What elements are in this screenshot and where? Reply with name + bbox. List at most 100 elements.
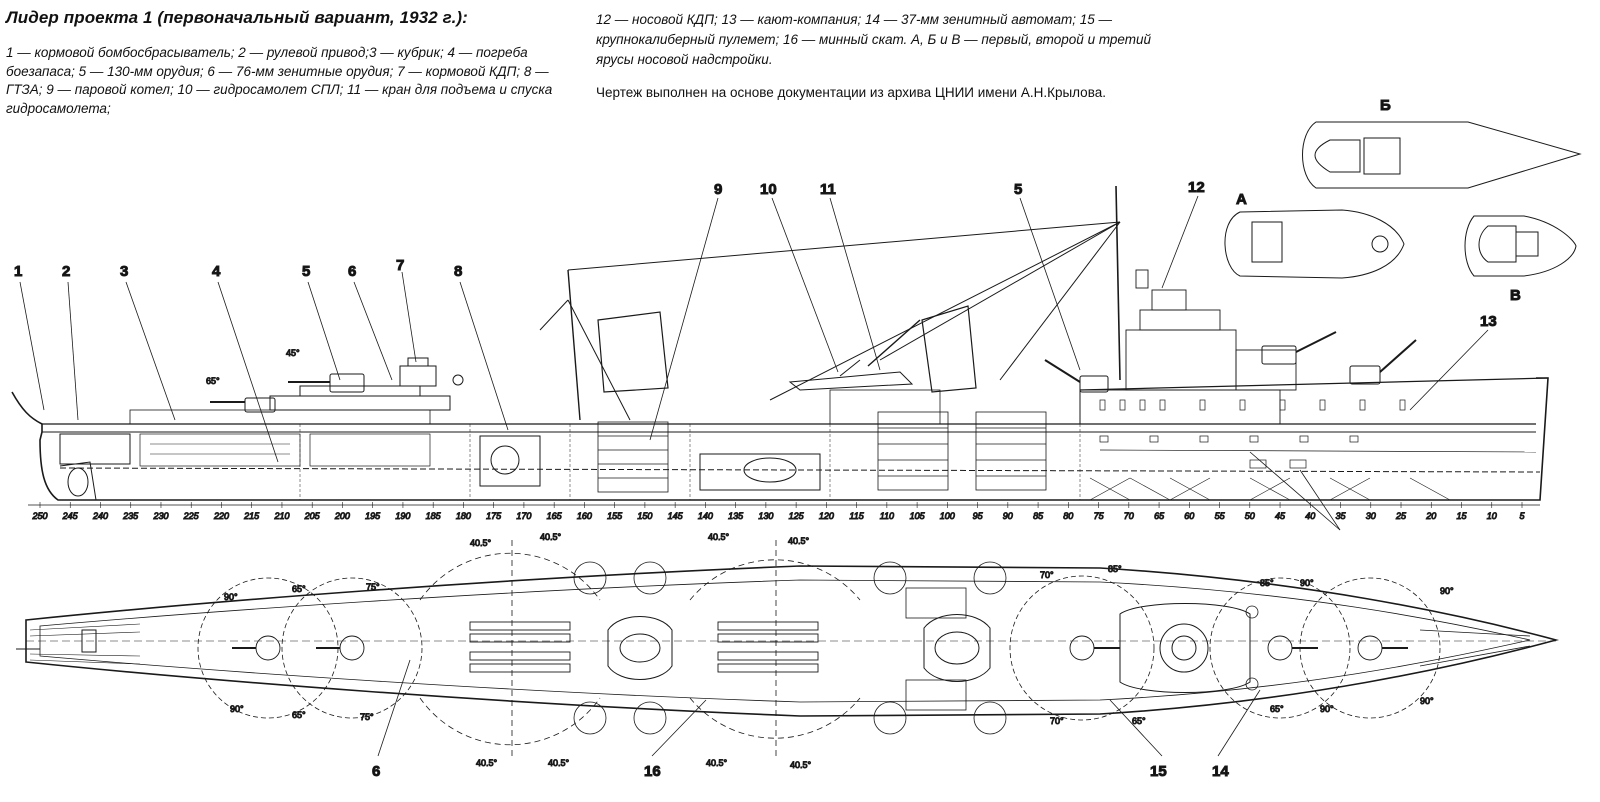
angle-label: 70° [1050,716,1064,726]
frame-number: 145 [668,511,684,521]
frame-number: 75 [1094,511,1105,521]
frame-number: 195 [365,511,381,521]
angle-label: 40.5° [548,758,570,768]
callout-16: 16 [644,763,661,780]
tier-label-b: Б [1380,97,1391,114]
drawing-title: Лидер проекта 1 (первоначальный вариант,… [6,8,468,27]
angle-label: 65° [206,376,220,386]
frame-number: 140 [698,511,713,521]
angle-label: 75° [366,582,380,592]
frame-number: 165 [547,511,563,521]
frame-number: 210 [273,511,289,521]
tier-label-c: В [1510,287,1521,304]
frame-number: 15 [1456,511,1467,521]
angle-label: 40.5° [470,538,492,548]
frame-number: 40 [1305,511,1315,521]
angle-label: 65° [1132,716,1146,726]
angle-label: 90° [230,704,244,714]
frame-number: 180 [456,511,471,521]
frame-number: 220 [213,511,229,521]
legend-left: 1 — кормовой бомбосбрасыватель; 2 — руле… [6,45,553,116]
plan-view [16,540,1560,760]
frame-number: 250 [31,511,47,521]
frame-number: 240 [92,511,108,521]
callout-5-fwd: 5 [1014,181,1022,198]
angle-label: 40.5° [708,532,730,542]
callout-6: 6 [348,263,356,280]
angle-label: 90° [1440,586,1454,596]
callout-7: 7 [396,257,404,274]
frame-number: 60 [1184,511,1194,521]
frame-number: 175 [486,511,502,521]
callout-1: 1 [14,263,22,280]
deck-tier-insets [1224,121,1582,279]
frame-number: 190 [395,511,410,521]
frame-number: 225 [183,511,200,521]
frame-number: 80 [1063,511,1073,521]
frame-number: 85 [1033,511,1044,521]
frame-number: 90 [1003,511,1013,521]
callout-11: 11 [820,181,836,198]
legend-right: 12 — носовой КДП; 13 — кают-компания; 14… [596,12,1152,67]
callout-10: 10 [760,181,777,198]
angle-label: 85° [1108,564,1122,574]
frame-number: 160 [577,511,592,521]
callout-3: 3 [120,263,128,280]
callout-5-aft: 5 [302,263,310,280]
frame-number: 155 [607,511,623,521]
frame-number: 45 [1275,511,1286,521]
frame-number: 20 [1425,511,1436,521]
frame-number: 50 [1245,511,1255,521]
frame-number: 105 [910,511,926,521]
profile-callouts: 1 2 3 4 5 6 7 8 9 10 11 5 12 13 [14,179,1498,331]
frame-number: 130 [758,511,773,521]
angle-labels: 45° 65° 90° 65° 75° 40.5° 40.5° 40.5° 40… [206,348,1455,771]
callout-13: 13 [1480,313,1497,330]
callout-9: 9 [714,181,722,198]
callout-8: 8 [454,263,462,280]
angle-label: 70° [1040,570,1054,580]
aft-funnel [597,311,669,393]
tier-label-a: А [1236,191,1247,208]
callout-12: 12 [1188,179,1205,196]
frame-number: 235 [122,511,139,521]
tier-b [1302,121,1582,189]
frame-number: 120 [819,511,834,521]
deck-outline [25,565,1560,717]
callout-6-plan: 6 [372,763,380,780]
angle-label: 45° [286,348,300,358]
angle-label: 65° [1270,704,1284,714]
frame-number: 95 [973,511,984,521]
angle-label: 40.5° [706,758,728,768]
frame-number: 30 [1366,511,1376,521]
frame-number: 170 [516,511,531,521]
callout-4: 4 [212,263,221,280]
angle-label: 90° [224,592,238,602]
side-profile [11,185,1549,531]
frame-number: 185 [426,511,442,521]
angle-label: 85° [1260,578,1274,588]
frame-number: 215 [243,511,260,521]
callout-14: 14 [1212,763,1229,780]
angle-label: 40.5° [790,760,812,770]
angle-label: 65° [292,710,306,720]
angle-label: 40.5° [788,536,810,546]
frame-number: 205 [304,511,321,521]
tier-c [1464,215,1577,277]
plan-callouts: 6 16 15 14 [372,763,1230,781]
frame-number: 115 [849,511,864,521]
source-note: Чертеж выполнен на основе документации и… [596,85,1106,100]
frame-number: 10 [1487,511,1497,521]
hull-outline [11,377,1549,501]
seaplane [788,371,914,391]
deck-tier-labels: А Б В [1236,97,1522,305]
frame-number: 125 [789,511,805,521]
frame-number: 65 [1154,511,1165,521]
frame-number: 25 [1395,511,1407,521]
frame-number: 135 [728,511,744,521]
angle-label: 65° [292,584,306,594]
frame-number: 55 [1215,511,1226,521]
angle-label: 40.5° [540,532,562,542]
